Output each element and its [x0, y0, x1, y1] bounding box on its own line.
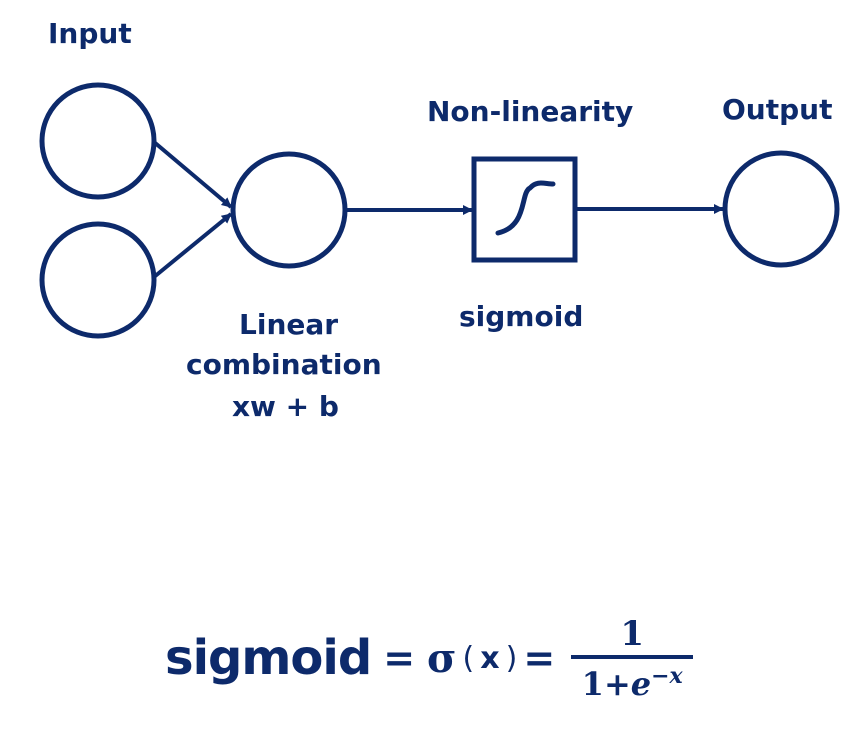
input-node-1: [39, 82, 157, 200]
formula-equals: =: [383, 636, 416, 680]
input-label: Input: [48, 17, 132, 50]
denominator-exponent: −x: [651, 662, 683, 689]
linear-combination-label-line2: combination: [186, 348, 382, 381]
fraction-denominator: 1+e−x: [582, 659, 683, 700]
linear-combination-formula: xw + b: [232, 390, 339, 423]
input-node-2: [39, 221, 157, 339]
formula-equals-2: =: [523, 636, 556, 680]
formula-sigma: σ: [427, 634, 457, 682]
non-linearity-box: [471, 156, 578, 263]
sigmoid-curve-icon: [495, 180, 556, 236]
fraction-bar: [571, 654, 694, 659]
output-node: [722, 150, 840, 268]
denominator-e: e: [630, 664, 652, 703]
formula-lhs: sigmoid: [165, 630, 372, 686]
formula-close-paren: ): [505, 640, 518, 676]
neuron-diagram: [39, 82, 840, 339]
sigmoid-formula: sigmoid = σ ( x ) = 1 1+e−x: [165, 608, 694, 708]
non-linearity-label: Non-linearity: [427, 95, 634, 128]
edge-input1-to-linear: [152, 140, 233, 209]
formula-fraction: 1 1+e−x: [571, 613, 694, 700]
edge-input2-to-linear: [152, 212, 233, 279]
denominator-base: 1+: [581, 664, 631, 703]
fraction-numerator: 1: [620, 613, 644, 654]
formula-open-paren: (: [462, 640, 475, 676]
formula-variable: x: [480, 640, 500, 676]
linear-combination-label-line1: Linear: [239, 308, 339, 341]
linear-combination-node: [230, 151, 348, 269]
output-label: Output: [722, 93, 833, 126]
sigmoid-label: sigmoid: [459, 300, 584, 333]
